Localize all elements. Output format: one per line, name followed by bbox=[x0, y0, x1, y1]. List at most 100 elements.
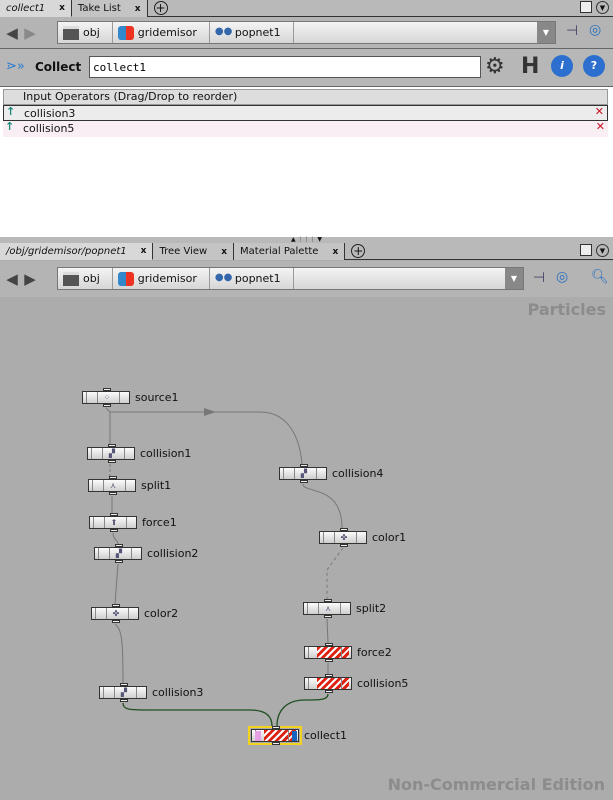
output-connector[interactable] bbox=[300, 480, 308, 483]
node-label[interactable]: color1 bbox=[372, 531, 407, 544]
node-label[interactable]: color2 bbox=[144, 607, 179, 620]
input-connector[interactable] bbox=[109, 476, 117, 479]
node-label[interactable]: collision2 bbox=[147, 547, 199, 560]
node-label[interactable]: force1 bbox=[142, 516, 177, 529]
input-connector[interactable] bbox=[112, 604, 120, 607]
gear-icon[interactable]: ⚙ bbox=[485, 54, 505, 79]
output-connector[interactable] bbox=[325, 690, 333, 693]
input-connector[interactable] bbox=[120, 683, 128, 686]
info-icon[interactable]: i bbox=[551, 55, 573, 77]
move-up-icon[interactable]: ↑ bbox=[5, 120, 15, 133]
node-force2[interactable] bbox=[304, 643, 352, 662]
link-icon[interactable]: ◎ bbox=[589, 22, 602, 38]
path-dropdown[interactable]: ▼ bbox=[505, 268, 523, 289]
output-connector[interactable] bbox=[272, 742, 280, 745]
output-connector[interactable] bbox=[112, 620, 120, 623]
node-label[interactable]: split2 bbox=[356, 602, 387, 615]
close-tab-icon[interactable]: x bbox=[59, 3, 65, 13]
close-tab-icon[interactable]: x bbox=[134, 3, 141, 14]
maximize-icon[interactable] bbox=[580, 1, 592, 13]
node-label[interactable]: collision3 bbox=[152, 686, 204, 699]
forward-arrow-icon[interactable]: ▶ bbox=[24, 270, 36, 288]
help-icon[interactable]: ? bbox=[583, 55, 605, 77]
node-label[interactable]: source1 bbox=[135, 391, 179, 404]
node-collision1[interactable]: ▞ bbox=[87, 444, 135, 463]
remove-icon[interactable]: ✕ bbox=[595, 120, 605, 133]
table-row[interactable]: ↑ collision3 ✕ bbox=[3, 105, 608, 121]
add-tab-icon[interactable]: + bbox=[351, 244, 366, 258]
output-connector[interactable] bbox=[110, 529, 118, 532]
node-label[interactable]: split1 bbox=[141, 479, 172, 492]
node-label[interactable]: force2 bbox=[357, 646, 392, 659]
node-label[interactable]: collect1 bbox=[304, 729, 348, 742]
input-connector[interactable] bbox=[110, 513, 118, 516]
node-label[interactable]: collision4 bbox=[332, 467, 384, 480]
output-connector[interactable] bbox=[109, 492, 117, 495]
add-tab-icon[interactable]: + bbox=[153, 1, 168, 15]
remove-icon[interactable]: ✕ bbox=[594, 105, 604, 118]
back-arrow-icon[interactable]: ◀ bbox=[6, 23, 18, 42]
node-label[interactable]: collision5 bbox=[357, 677, 409, 690]
table-row[interactable]: ↑ collision5 ✕ bbox=[3, 120, 608, 137]
input-connector[interactable] bbox=[324, 599, 332, 602]
output-connector[interactable] bbox=[120, 699, 128, 702]
link-icon[interactable]: ◎ bbox=[556, 269, 569, 285]
node-source1[interactable]: ⁘ bbox=[82, 388, 130, 407]
node-color1[interactable]: ✤ bbox=[319, 528, 367, 547]
pane-menu-icon[interactable]: ▼ bbox=[596, 244, 609, 257]
node-split1[interactable]: ⋏ bbox=[88, 476, 136, 495]
pin-icon[interactable]: ⊣ bbox=[566, 23, 579, 39]
node-label[interactable]: collision1 bbox=[140, 447, 192, 460]
move-up-icon[interactable]: ↑ bbox=[6, 105, 16, 118]
input-connector[interactable] bbox=[115, 544, 123, 547]
node-collision5[interactable] bbox=[304, 674, 352, 693]
pin-icon[interactable]: ⊣ bbox=[533, 270, 546, 286]
input-connector[interactable] bbox=[108, 444, 116, 447]
input-connector[interactable] bbox=[325, 674, 333, 677]
output-connector[interactable] bbox=[325, 659, 333, 662]
input-connector[interactable] bbox=[340, 528, 348, 531]
close-tab-icon[interactable]: x bbox=[221, 246, 228, 257]
pane-splitter[interactable]: ▲ ⋮⋮⋮ ▼ bbox=[0, 237, 613, 243]
pane-menu-icon[interactable]: ▼ bbox=[596, 1, 609, 14]
output-connector[interactable] bbox=[108, 460, 116, 463]
input-name: collision3 bbox=[24, 107, 76, 120]
input-connector[interactable] bbox=[103, 388, 111, 391]
crumb-gridemisor[interactable]: gridemisor bbox=[113, 22, 210, 43]
node-collision2[interactable]: ▞ bbox=[94, 544, 142, 563]
back-arrow-icon[interactable]: ◀ bbox=[6, 270, 18, 288]
node-collision3[interactable]: ▞ bbox=[99, 683, 147, 702]
search-icon[interactable]: 🔍︎ bbox=[591, 269, 609, 285]
help-h-icon[interactable]: H bbox=[521, 54, 540, 79]
crumb-popnet1[interactable]: ●●popnet1 bbox=[210, 22, 294, 43]
crumb-obj[interactable]: obj bbox=[58, 268, 113, 289]
crumb-obj[interactable]: obj bbox=[58, 22, 113, 43]
crumb-gridemisor[interactable]: gridemisor bbox=[113, 268, 210, 289]
node-collision4[interactable]: ▞ bbox=[279, 464, 327, 483]
display-flag[interactable] bbox=[255, 731, 261, 741]
forward-arrow-icon[interactable]: ▶ bbox=[24, 23, 36, 42]
output-connector[interactable] bbox=[115, 560, 123, 563]
op-name-input[interactable] bbox=[89, 56, 481, 78]
crumb-popnet1[interactable]: ●●popnet1 bbox=[210, 268, 294, 289]
input-connector[interactable] bbox=[272, 726, 280, 729]
render-flag[interactable] bbox=[292, 731, 297, 741]
input-connector[interactable] bbox=[325, 643, 333, 646]
path-dropdown[interactable]: ▼ bbox=[537, 22, 555, 43]
close-tab-icon[interactable]: x bbox=[140, 246, 147, 256]
output-connector[interactable] bbox=[324, 615, 332, 618]
node-collect1[interactable] bbox=[248, 726, 302, 745]
node-force1[interactable]: ⬆ bbox=[89, 513, 137, 532]
output-connector[interactable] bbox=[340, 544, 348, 547]
close-tab-icon[interactable]: x bbox=[332, 246, 339, 257]
node-color2[interactable]: ✤ bbox=[91, 604, 139, 623]
output-connector[interactable] bbox=[103, 404, 111, 407]
maximize-icon[interactable] bbox=[580, 244, 592, 256]
input-connector[interactable] bbox=[300, 464, 308, 467]
node-split2[interactable]: ⋏ bbox=[303, 599, 351, 618]
